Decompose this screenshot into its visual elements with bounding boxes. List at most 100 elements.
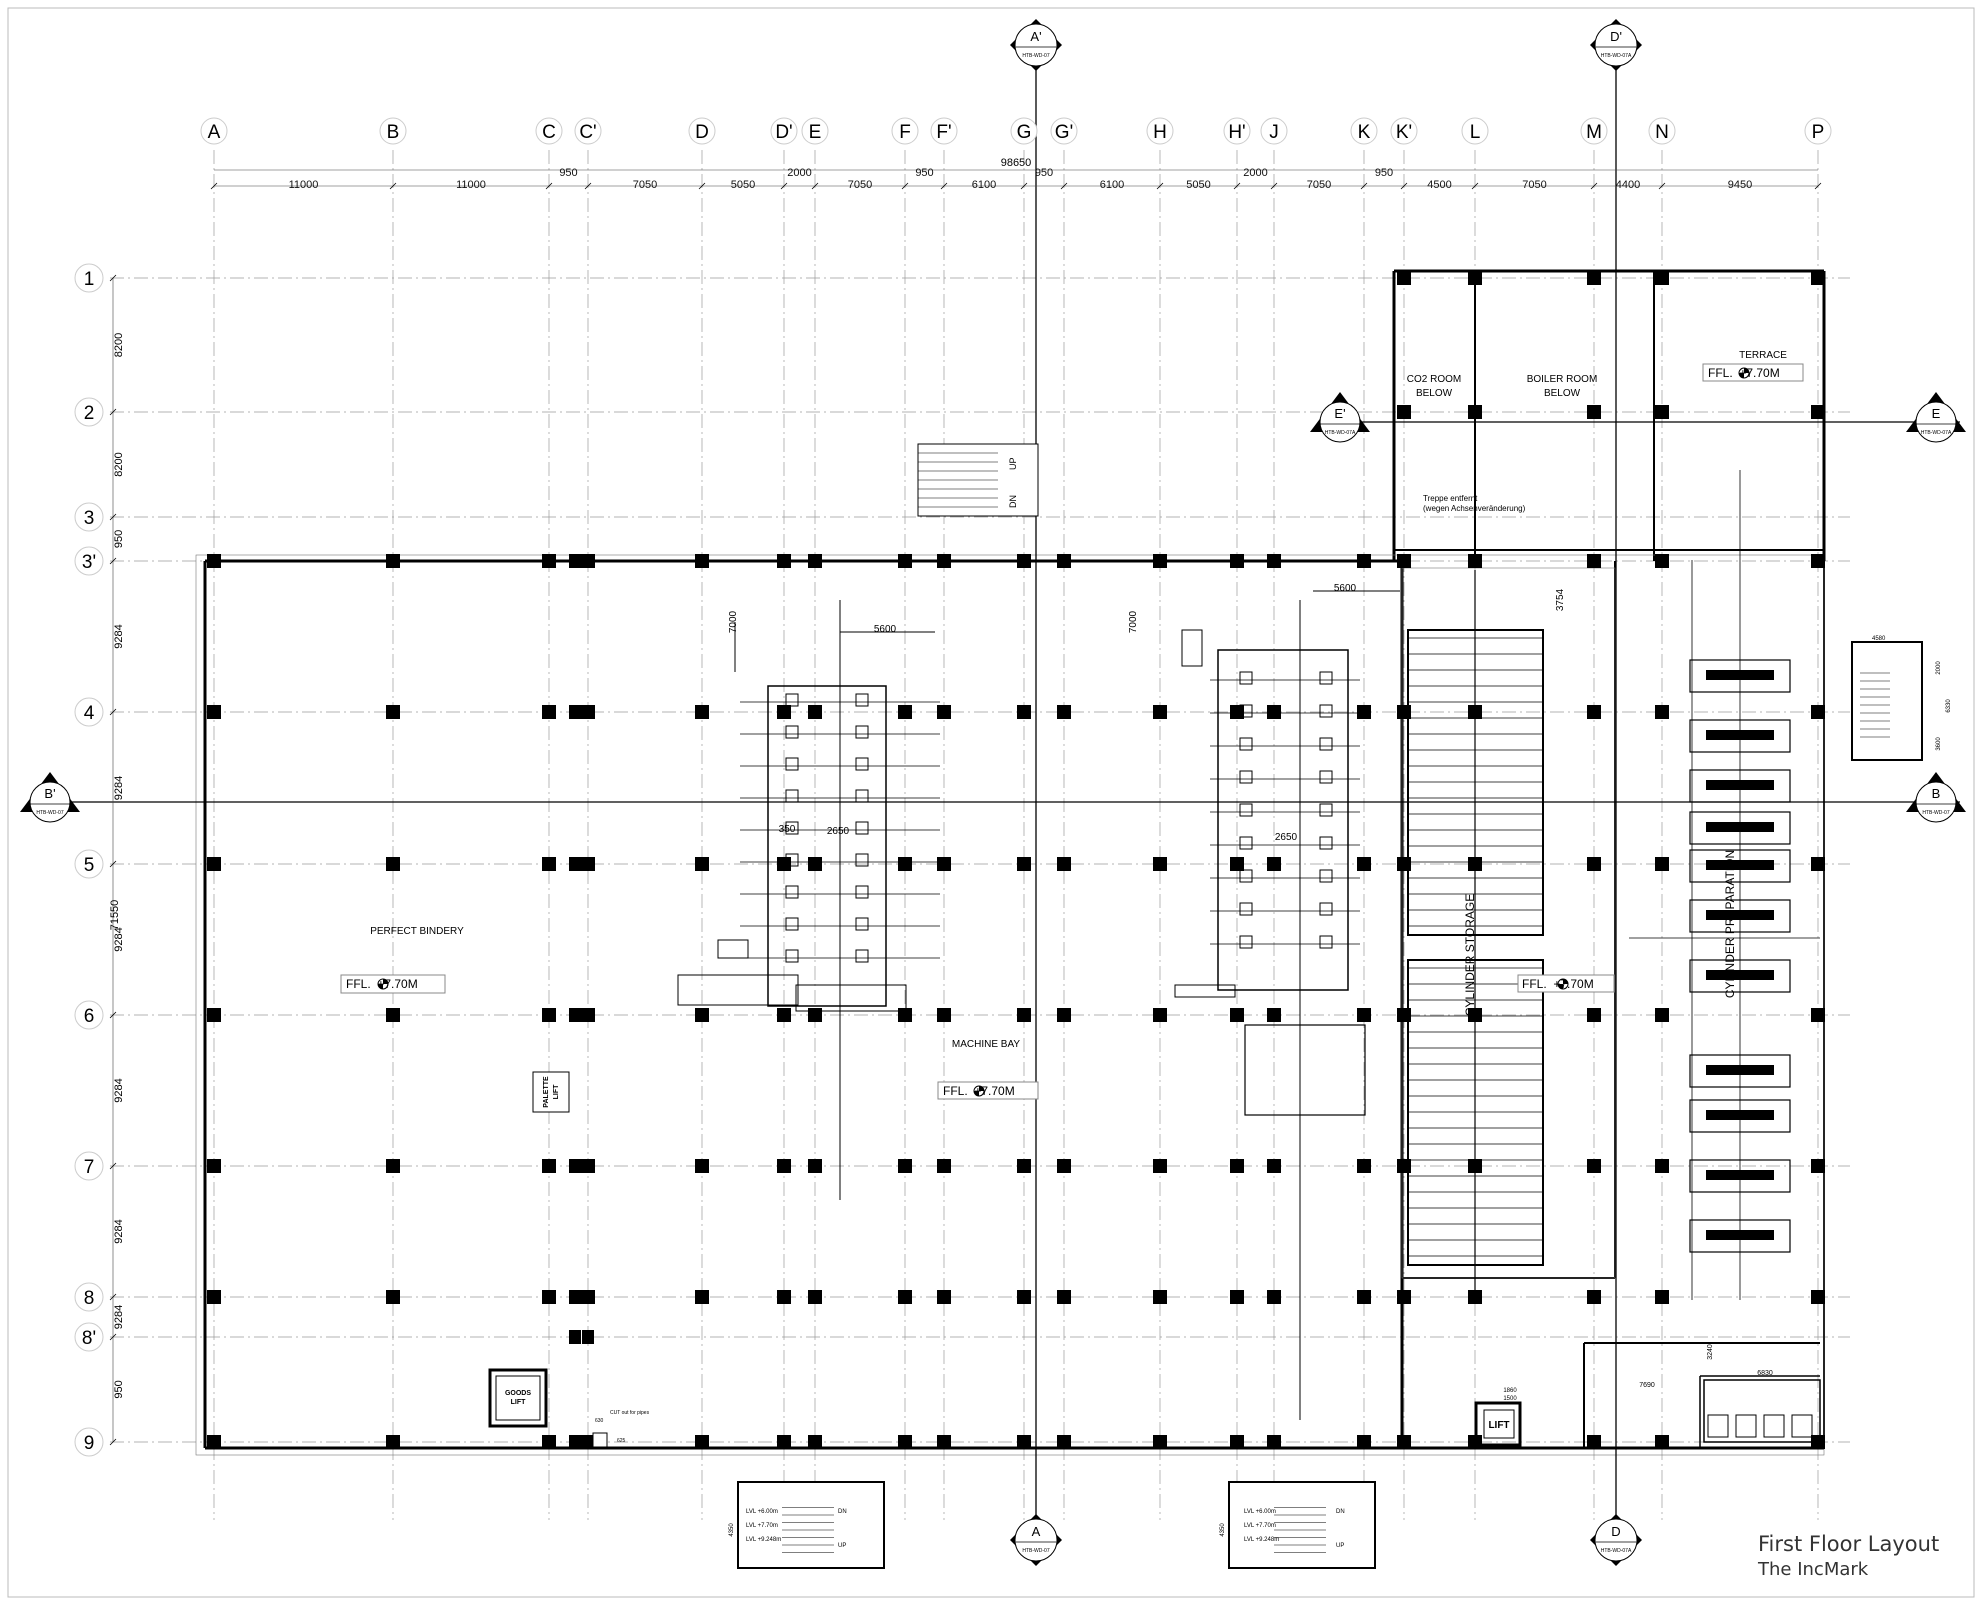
machine-left-unit xyxy=(785,853,799,867)
column xyxy=(207,857,221,871)
column xyxy=(937,1290,951,1304)
column xyxy=(1587,705,1601,719)
svg-text:3240: 3240 xyxy=(1707,1344,1714,1360)
dim-tick xyxy=(109,1011,117,1019)
dim-tick xyxy=(545,182,553,190)
column xyxy=(207,1435,221,1449)
column xyxy=(386,1435,400,1449)
svg-text:2650: 2650 xyxy=(827,826,850,837)
project-name: The IncMark xyxy=(1758,1559,1869,1580)
column xyxy=(1017,1435,1031,1449)
col-dim: 7050 xyxy=(1307,179,1331,191)
machine-right-unit xyxy=(1319,737,1333,751)
column xyxy=(1587,857,1601,871)
col-label: G xyxy=(1017,122,1032,143)
col-bubble xyxy=(1580,117,1608,145)
column xyxy=(1357,1159,1371,1173)
column xyxy=(569,1435,581,1449)
column xyxy=(1357,1435,1371,1449)
machine-left-unit xyxy=(855,693,869,707)
marker-circle xyxy=(1014,1518,1058,1562)
row-label: 3' xyxy=(82,552,96,573)
column xyxy=(569,1330,581,1344)
col-bubble xyxy=(379,117,407,145)
machine-right-feed xyxy=(1181,629,1203,667)
machine-left-unit xyxy=(785,949,799,963)
column xyxy=(695,1435,709,1449)
row-label: 5 xyxy=(84,855,95,876)
dim-tick xyxy=(1400,182,1408,190)
col-dim: 11000 xyxy=(289,179,319,191)
row-bubble xyxy=(74,546,104,576)
row-dim: 8200 xyxy=(113,333,125,357)
column xyxy=(695,554,709,568)
machine-right-label-box xyxy=(1174,984,1236,998)
col-label: H xyxy=(1153,122,1167,143)
column xyxy=(1397,1290,1411,1304)
cut-note: CUT out for pipes 630 625 xyxy=(592,1410,650,1448)
column xyxy=(1468,1290,1482,1304)
machine-left-feed xyxy=(795,984,907,1012)
row-dim: 950 xyxy=(113,530,125,548)
column xyxy=(386,1290,400,1304)
machine-right-unit xyxy=(1239,935,1253,949)
column xyxy=(1057,1159,1071,1173)
svg-text:DN: DN xyxy=(1008,495,1018,508)
column xyxy=(1397,554,1411,568)
svg-text:6830: 6830 xyxy=(1757,1370,1773,1377)
machine-right-unit xyxy=(1239,704,1253,718)
row-bubble xyxy=(74,1151,104,1181)
col-label: F' xyxy=(936,122,951,143)
column xyxy=(1587,1435,1601,1449)
column xyxy=(569,1290,581,1304)
column xyxy=(937,1159,951,1173)
column xyxy=(1587,271,1601,285)
column xyxy=(1655,1290,1669,1304)
column xyxy=(1057,857,1071,871)
dim-tick xyxy=(1814,182,1822,190)
svg-text:LIFT: LIFT xyxy=(1488,1420,1509,1431)
column xyxy=(569,705,581,719)
column xyxy=(1357,1008,1371,1022)
dim-tick xyxy=(210,182,218,190)
column xyxy=(1468,554,1482,568)
column xyxy=(808,1290,822,1304)
dim-tick xyxy=(1360,182,1368,190)
machine-right-unit xyxy=(1319,671,1333,685)
column xyxy=(1267,1290,1281,1304)
marker-circle xyxy=(1014,23,1058,67)
machine-right-unit xyxy=(1239,902,1253,916)
svg-text:LVL +9.248m: LVL +9.248m xyxy=(1244,1537,1279,1543)
machine-left-unit xyxy=(855,789,869,803)
col-bubble xyxy=(535,117,563,145)
row-label: 8 xyxy=(84,1288,95,1309)
column xyxy=(1230,1008,1244,1022)
machine-left-frame xyxy=(767,685,887,1007)
row-label: 8' xyxy=(82,1328,96,1349)
stair-note: Treppe entfernt xyxy=(1423,494,1478,503)
dim-tick xyxy=(1060,182,1068,190)
column xyxy=(582,1330,594,1344)
column xyxy=(1655,857,1669,871)
machine-right-unit xyxy=(1239,770,1253,784)
machine-right-unit xyxy=(1319,803,1333,817)
machine-left-unit xyxy=(855,917,869,931)
column xyxy=(542,1435,556,1449)
svg-text:3754: 3754 xyxy=(1555,588,1566,611)
dim-tick xyxy=(901,182,909,190)
column xyxy=(1811,705,1825,719)
column xyxy=(1811,857,1825,871)
column xyxy=(937,857,951,871)
row-dim: 6830 xyxy=(0,0,12,3)
column xyxy=(1655,405,1669,419)
svg-text:625: 625 xyxy=(617,1438,626,1444)
cylinder-storage-label: CYLINDER STORAGE xyxy=(1463,894,1477,1016)
svg-text:LIFT: LIFT xyxy=(511,1399,526,1406)
palette-lift: PALETTE LIFT xyxy=(532,1071,570,1113)
machine-right-unit xyxy=(1319,902,1333,916)
marker-circle xyxy=(1915,781,1957,823)
marker-circle xyxy=(1594,1518,1638,1562)
marker-circle xyxy=(1319,401,1361,443)
